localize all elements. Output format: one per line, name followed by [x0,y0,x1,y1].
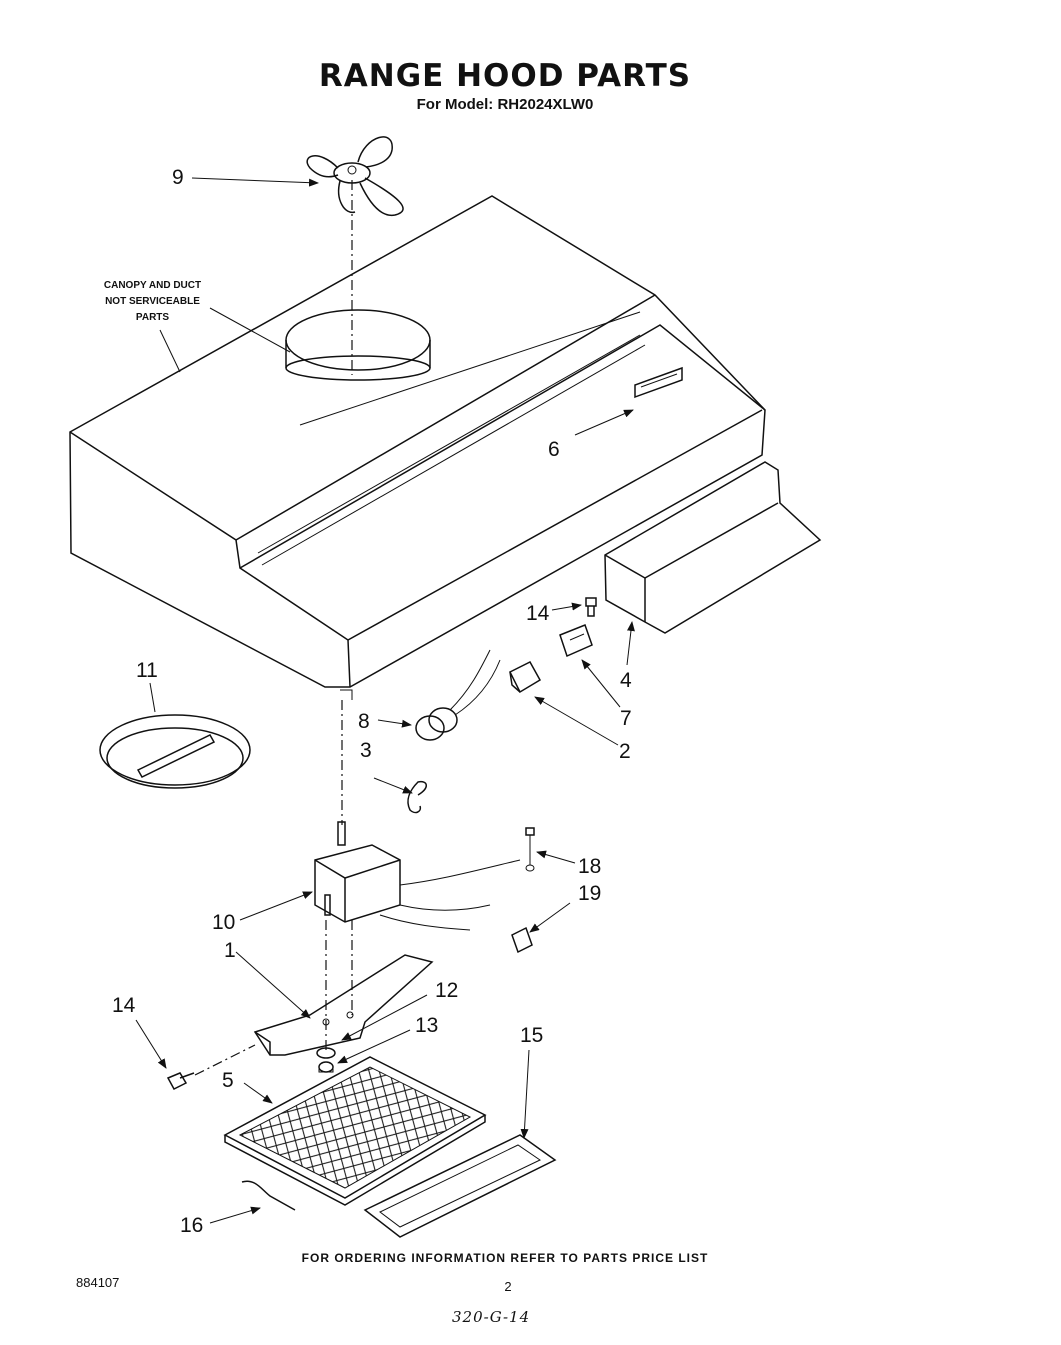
part-15-lens-cover [363,1134,557,1238]
canopy-note: CANOPY AND DUCT NOT SERVICEABLE PARTS [80,278,225,326]
callout-2: 2 [619,740,631,763]
part-2-switch [508,661,542,694]
alignment-lines [194,180,353,1076]
page-title: RANGE HOOD PARTS [318,58,692,94]
callout-6: 6 [548,438,560,461]
part-8-lamp-socket [415,649,501,741]
callout-12: 12 [435,979,459,1002]
callout-1: 1 [224,939,236,962]
model-subtitle: For Model: RH2024XLW0 [416,96,594,113]
part-5-filter [223,1056,487,1206]
part-11-ring [99,714,251,789]
callout-9: 9 [172,166,184,189]
part-14-screw-upper [585,597,597,617]
page-number: 2 [504,1279,512,1294]
canopy-note-line-3: PARTS [135,312,170,323]
callout-11: 11 [136,659,158,682]
callout-16: 16 [180,1214,204,1237]
part-7-switch [559,624,593,658]
callout-10: 10 [212,911,236,934]
canopy-note-line-1: CANOPY AND DUCT [103,280,202,291]
part-10-motor [314,821,521,931]
part-13-nut [318,1061,334,1073]
callout-15: 15 [520,1024,544,1047]
canopy-note-line-2: NOT SERVICEABLE [105,296,200,307]
part-4-bracket [604,461,822,634]
part-18-ground-screw [525,827,535,872]
part-19-wire-nut [511,926,533,954]
range-hood-body [69,195,766,688]
callout-7: 7 [620,707,632,730]
part-3-clip [407,780,427,814]
callout-19: 19 [578,882,602,905]
document-number: 884107 [76,1275,120,1290]
handwritten-code: 320-G-14 [452,1308,531,1326]
duct-collar [285,309,431,381]
nameplate-badge [634,366,683,399]
callout-4: 4 [620,669,632,692]
part-1-motor-bracket [253,954,434,1056]
callout-8: 8 [358,710,370,733]
part-9-fan-blade [306,136,404,216]
callout-5: 5 [222,1069,234,1092]
part-14-screw-lower [166,1072,195,1090]
callout-3: 3 [360,739,372,762]
callout-14-upper: 14 [526,602,550,625]
ordering-note: FOR ORDERING INFORMATION REFER TO PARTS … [301,1251,709,1265]
leader-lines [135,177,635,1224]
part-16-clip [241,1180,296,1211]
callout-13: 13 [415,1014,439,1037]
callout-18: 18 [578,855,602,878]
callout-14-lower: 14 [112,994,136,1017]
